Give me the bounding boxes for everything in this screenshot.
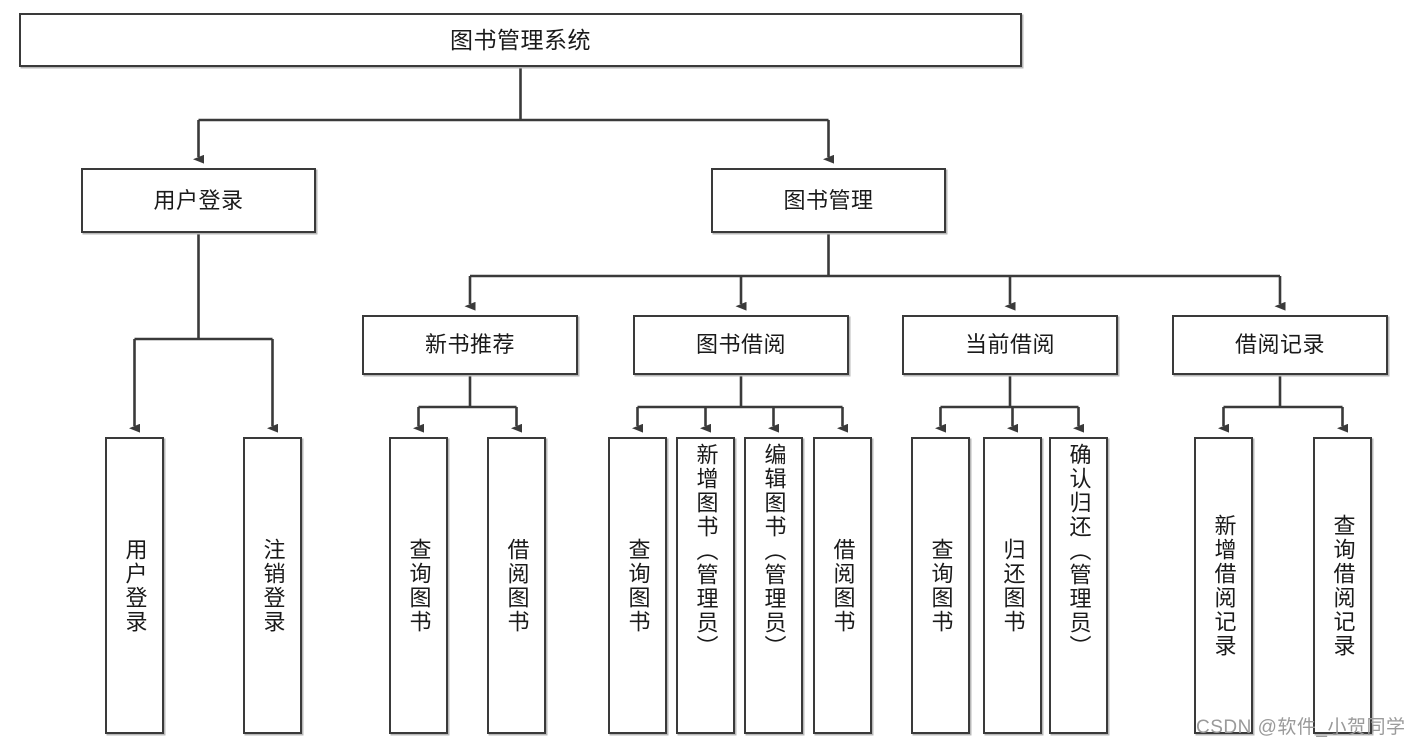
node-leaf-query-book-1[interactable]: 查询图书 [389, 437, 448, 734]
node-label: 新增借阅记录 [1211, 513, 1237, 658]
node-label: 图书管理系统 [450, 26, 591, 53]
node-new-book-recommend[interactable]: 新书推荐 [362, 315, 578, 375]
node-label: 注销登录 [260, 537, 286, 634]
node-label: 新增图书（管理员） [693, 443, 719, 659]
node-leaf-user-login[interactable]: 用户登录 [105, 437, 164, 734]
node-leaf-confirm-return-admin[interactable]: 确认归还（管理员） [1049, 437, 1108, 734]
node-label: 查询图书 [928, 537, 954, 634]
node-leaf-add-book-admin[interactable]: 新增图书（管理员） [676, 437, 735, 734]
node-label: 借阅记录 [1234, 332, 1325, 358]
node-leaf-borrow-book-1[interactable]: 借阅图书 [487, 437, 546, 734]
csdn-watermark: CSDN @软件_小贺同学 [1196, 717, 1405, 738]
node-leaf-query-book-3[interactable]: 查询图书 [911, 437, 970, 734]
node-user-login[interactable]: 用户登录 [81, 168, 316, 233]
node-current-borrow[interactable]: 当前借阅 [902, 315, 1118, 375]
node-label: 借阅图书 [830, 537, 856, 634]
node-leaf-logout-login[interactable]: 注销登录 [243, 437, 302, 734]
node-label: 当前借阅 [964, 332, 1055, 358]
node-root[interactable]: 图书管理系统 [19, 13, 1022, 67]
node-leaf-query-borrow-record[interactable]: 查询借阅记录 [1313, 437, 1372, 734]
node-label: 图书管理 [783, 187, 874, 213]
node-label: 归还图书 [1000, 537, 1026, 634]
node-label: 查询借阅记录 [1330, 513, 1356, 658]
node-label: 确认归还（管理员） [1066, 443, 1092, 659]
node-label: 新书推荐 [424, 332, 515, 358]
node-label: 编辑图书（管理员） [761, 443, 787, 659]
node-leaf-query-book-2[interactable]: 查询图书 [608, 437, 667, 734]
node-leaf-add-borrow-record[interactable]: 新增借阅记录 [1194, 437, 1253, 734]
node-label: 查询图书 [625, 537, 651, 634]
node-book-borrow[interactable]: 图书借阅 [633, 315, 849, 375]
node-borrow-record[interactable]: 借阅记录 [1172, 315, 1388, 375]
node-label: 查询图书 [406, 537, 432, 634]
node-leaf-return-book[interactable]: 归还图书 [983, 437, 1042, 734]
node-leaf-edit-book-admin[interactable]: 编辑图书（管理员） [744, 437, 803, 734]
node-label: 用户登录 [122, 537, 148, 634]
node-label: 借阅图书 [504, 537, 530, 634]
node-book-management[interactable]: 图书管理 [711, 168, 946, 233]
node-label: 用户登录 [153, 187, 244, 213]
node-label: 图书借阅 [695, 332, 786, 358]
node-leaf-borrow-book-2[interactable]: 借阅图书 [813, 437, 872, 734]
